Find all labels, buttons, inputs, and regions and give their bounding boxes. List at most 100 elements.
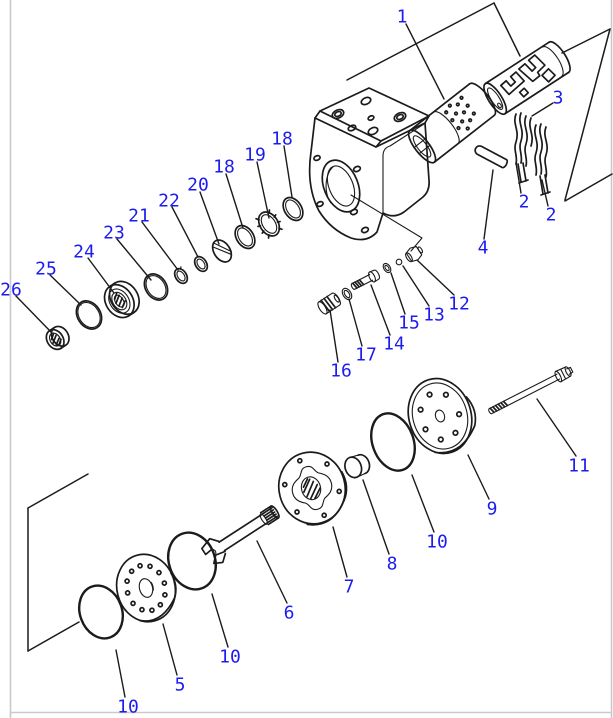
callout-17[interactable]: 17: [355, 345, 377, 366]
frame-line-3: [564, 28, 611, 201]
leader-line-10: [211, 593, 229, 648]
leader-line-16: [329, 309, 339, 363]
callout-25[interactable]: 25: [35, 259, 57, 280]
leaf-spring-set-right: [534, 123, 551, 196]
frame-line-2: [561, 28, 611, 54]
control-sleeve: [483, 40, 571, 116]
callout-8[interactable]: 8: [387, 554, 398, 575]
callout-10[interactable]: 10: [219, 647, 241, 668]
callout-5[interactable]: 5: [175, 675, 186, 696]
callout-7[interactable]: 7: [344, 577, 355, 598]
valve-housing: [308, 87, 430, 241]
frame-line-5: [27, 473, 89, 509]
callout-24[interactable]: 24: [73, 242, 95, 263]
oring-10b: [167, 531, 217, 591]
leader-line-2: [541, 179, 549, 207]
leader-line-8: [362, 479, 390, 555]
leader-line-10: [411, 474, 435, 533]
leader-line-4: [483, 169, 494, 240]
callout-16[interactable]: 16: [330, 361, 352, 382]
leader-line-14: [370, 284, 391, 336]
gerotor-7: [277, 451, 348, 526]
frame-line-1: [493, 2, 521, 57]
oring-10a: [370, 412, 416, 472]
leader-line-24: [87, 257, 115, 294]
callout-1[interactable]: 1: [397, 7, 408, 28]
ball-13: [395, 258, 403, 266]
seal-ring-21: [173, 266, 189, 285]
end-cover-9: [407, 377, 477, 455]
leader-line-26: [15, 295, 52, 333]
callout-12[interactable]: 12: [448, 294, 470, 315]
oring-15: [382, 262, 392, 274]
leader-line-21: [141, 221, 179, 271]
frame-line-7: [27, 621, 80, 652]
callout-19[interactable]: 19: [244, 145, 266, 166]
oring-10c: [78, 584, 124, 640]
drive-shaft-6: [200, 505, 280, 565]
callout-18[interactable]: 18: [271, 129, 293, 150]
leader-line-18: [283, 145, 293, 198]
centering-springs: [514, 112, 551, 196]
oring-18b: [234, 224, 256, 250]
callout-21[interactable]: 21: [128, 206, 150, 227]
leader-line-10: [115, 649, 126, 698]
retaining-ring-19: [255, 209, 283, 239]
callout-9[interactable]: 9: [487, 499, 498, 520]
oring-17: [341, 287, 353, 301]
leaf-spring-set-left: [514, 112, 533, 184]
page-border: [9, 0, 613, 718]
callout-numbers: 1223456789101010111213141516171818192021…: [0, 7, 590, 718]
frame-line-0: [346, 2, 495, 81]
callout-3[interactable]: 3: [553, 88, 564, 109]
callout-13[interactable]: 13: [423, 305, 445, 326]
callout-14[interactable]: 14: [383, 334, 405, 355]
leader-line-5: [162, 623, 178, 676]
bolt-11: [488, 366, 574, 415]
callout-4[interactable]: 4: [478, 238, 489, 259]
callout-10[interactable]: 10: [117, 697, 139, 718]
leader-line-19: [256, 161, 270, 219]
leader-line-18: [225, 173, 244, 229]
leader-line-6: [256, 540, 288, 604]
seal-assembly-24: [103, 280, 141, 319]
callout-20[interactable]: 20: [187, 175, 209, 196]
bearing-26: [45, 325, 70, 351]
callout-11[interactable]: 11: [568, 456, 590, 477]
bolt-14: [350, 269, 381, 290]
leader-line-17: [348, 298, 363, 347]
leader-line-2: [515, 162, 522, 194]
leader-line-22: [171, 206, 199, 258]
callout-26[interactable]: 26: [0, 280, 22, 301]
callout-22[interactable]: 22: [158, 191, 180, 212]
callout-2[interactable]: 2: [519, 192, 530, 213]
leader-line-20: [199, 191, 220, 245]
leader-line-13: [402, 265, 430, 307]
callout-10[interactable]: 10: [426, 532, 448, 553]
callout-2[interactable]: 2: [546, 205, 557, 226]
frame-line-4: [564, 173, 613, 202]
section-frame-lines: [27, 2, 613, 652]
plug-16: [317, 292, 341, 315]
spacer-plate-5: [115, 553, 177, 623]
callout-15[interactable]: 15: [398, 313, 420, 334]
bushing-20: [211, 239, 233, 263]
oring-22: [193, 255, 209, 273]
callout-6[interactable]: 6: [284, 603, 295, 624]
callout-23[interactable]: 23: [103, 223, 125, 244]
fitting-12: [405, 245, 424, 263]
leader-line-11: [536, 398, 577, 457]
leader-line-7: [332, 526, 348, 578]
callout-18[interactable]: 18: [213, 157, 235, 178]
leader-line-23: [116, 238, 152, 281]
leader-line-1: [405, 23, 445, 100]
oring-25: [75, 300, 103, 330]
leader-line-25: [49, 274, 82, 306]
leader-lines: [15, 23, 577, 698]
spacer-8: [344, 453, 371, 479]
port-leader-line: [350, 194, 423, 252]
leader-line-3: [531, 102, 554, 117]
leader-line-9: [467, 454, 490, 500]
